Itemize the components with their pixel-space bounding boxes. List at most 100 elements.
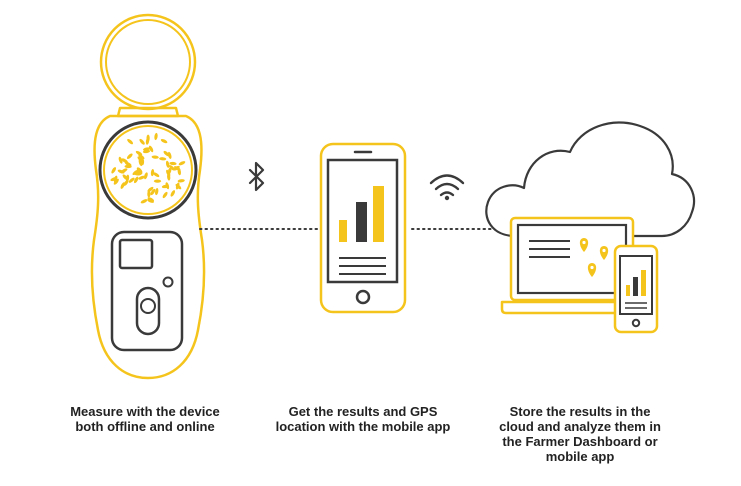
phone-body — [319, 142, 407, 314]
grain — [170, 190, 176, 197]
phone-bar — [339, 220, 347, 242]
device-body — [90, 114, 206, 380]
step-1-line-2: both offline and online — [75, 419, 215, 434]
grain — [111, 167, 117, 174]
device-screen — [118, 238, 154, 270]
grain — [146, 134, 150, 142]
step-2-line-1: Get the results and GPS — [288, 404, 438, 419]
phone-bar — [356, 202, 367, 242]
grain — [162, 191, 168, 199]
grain — [138, 159, 143, 167]
step-1-line-1: Measure with the device — [70, 404, 220, 419]
grain — [155, 188, 159, 196]
grain — [118, 156, 123, 164]
grain — [154, 132, 158, 141]
grain — [135, 171, 143, 176]
grain — [127, 138, 134, 145]
map-pin-dot — [582, 240, 586, 245]
wifi-icon — [429, 174, 465, 201]
grain — [110, 177, 118, 182]
device-lid-inner — [105, 19, 191, 105]
device-control-panel — [110, 230, 184, 352]
device-lid-ring — [99, 13, 197, 111]
grain — [175, 183, 182, 190]
grain — [163, 150, 170, 157]
device-grains — [110, 132, 186, 204]
grain — [124, 161, 132, 167]
phone-bar — [373, 186, 384, 242]
grain — [153, 179, 162, 183]
device-sample-cup-rim — [98, 120, 198, 220]
phone-bar-chart — [339, 186, 384, 242]
laptop-screen — [516, 223, 628, 295]
bluetooth-icon-glyph — [248, 161, 265, 192]
grain — [177, 179, 185, 183]
grain — [132, 169, 139, 176]
grain — [120, 168, 128, 173]
map-pin-icon — [587, 263, 597, 277]
small-phone-bar — [641, 270, 646, 296]
grain — [147, 190, 151, 198]
grain — [124, 164, 132, 169]
grain — [123, 179, 129, 186]
grain — [138, 154, 145, 160]
grain — [113, 178, 119, 185]
grain — [178, 161, 186, 166]
grain — [167, 151, 172, 159]
grain — [142, 147, 151, 151]
small-phone-bar — [633, 277, 638, 296]
grain — [165, 160, 170, 168]
map-pin-icon — [599, 246, 609, 260]
grain — [128, 177, 135, 183]
grain — [135, 150, 143, 156]
step-3-caption: Store the results in the cloud and analy… — [480, 404, 680, 464]
step-3-line-2: cloud and analyze them in — [499, 419, 661, 434]
grain — [133, 176, 139, 184]
grain — [126, 153, 133, 159]
grain — [150, 188, 156, 196]
grain — [137, 156, 144, 162]
grain — [167, 167, 172, 175]
grain — [147, 186, 154, 192]
small-phone-home-button — [631, 318, 641, 328]
grain — [147, 198, 154, 203]
phone-home-button — [355, 289, 371, 305]
grain — [165, 182, 170, 190]
small-phone-bar-chart — [626, 270, 646, 296]
map-pin-icon — [579, 238, 589, 252]
device-main-button-dot — [140, 298, 156, 314]
grain — [138, 175, 146, 180]
step-3-line-1: Store the results in the — [509, 404, 651, 419]
grain — [168, 165, 175, 171]
grain-analyzer-device — [90, 13, 206, 380]
small-phone-bar — [626, 285, 630, 296]
grain — [159, 157, 167, 161]
step-3-line-4: mobile app — [545, 449, 615, 464]
device-button-small — [162, 276, 174, 288]
small-phone-icon — [613, 244, 659, 334]
map-pin-dot — [590, 265, 594, 270]
grain — [153, 172, 160, 178]
grain — [140, 199, 148, 204]
step-1-caption: Measure with the device both offline and… — [40, 404, 250, 434]
grain — [148, 145, 154, 153]
grain — [144, 172, 148, 180]
grain — [167, 173, 171, 181]
device-main-button — [135, 286, 161, 336]
grain — [169, 161, 177, 166]
phone-screen — [326, 158, 399, 284]
grain — [160, 138, 168, 144]
step-2-line-2: location with the mobile app — [275, 419, 451, 434]
grain — [150, 169, 155, 177]
step-3-line-3: the Farmer Dashboard or — [502, 434, 658, 449]
map-pin-icons — [579, 238, 609, 277]
step-2-caption: Get the results and GPS location with th… — [258, 404, 468, 434]
map-pin-dot — [602, 248, 606, 253]
grain — [173, 166, 181, 171]
cloud-icon — [485, 121, 696, 238]
device-sample-cup — [103, 125, 193, 215]
grain — [139, 138, 145, 145]
grain — [151, 155, 159, 159]
smartphone-icon — [319, 142, 407, 314]
